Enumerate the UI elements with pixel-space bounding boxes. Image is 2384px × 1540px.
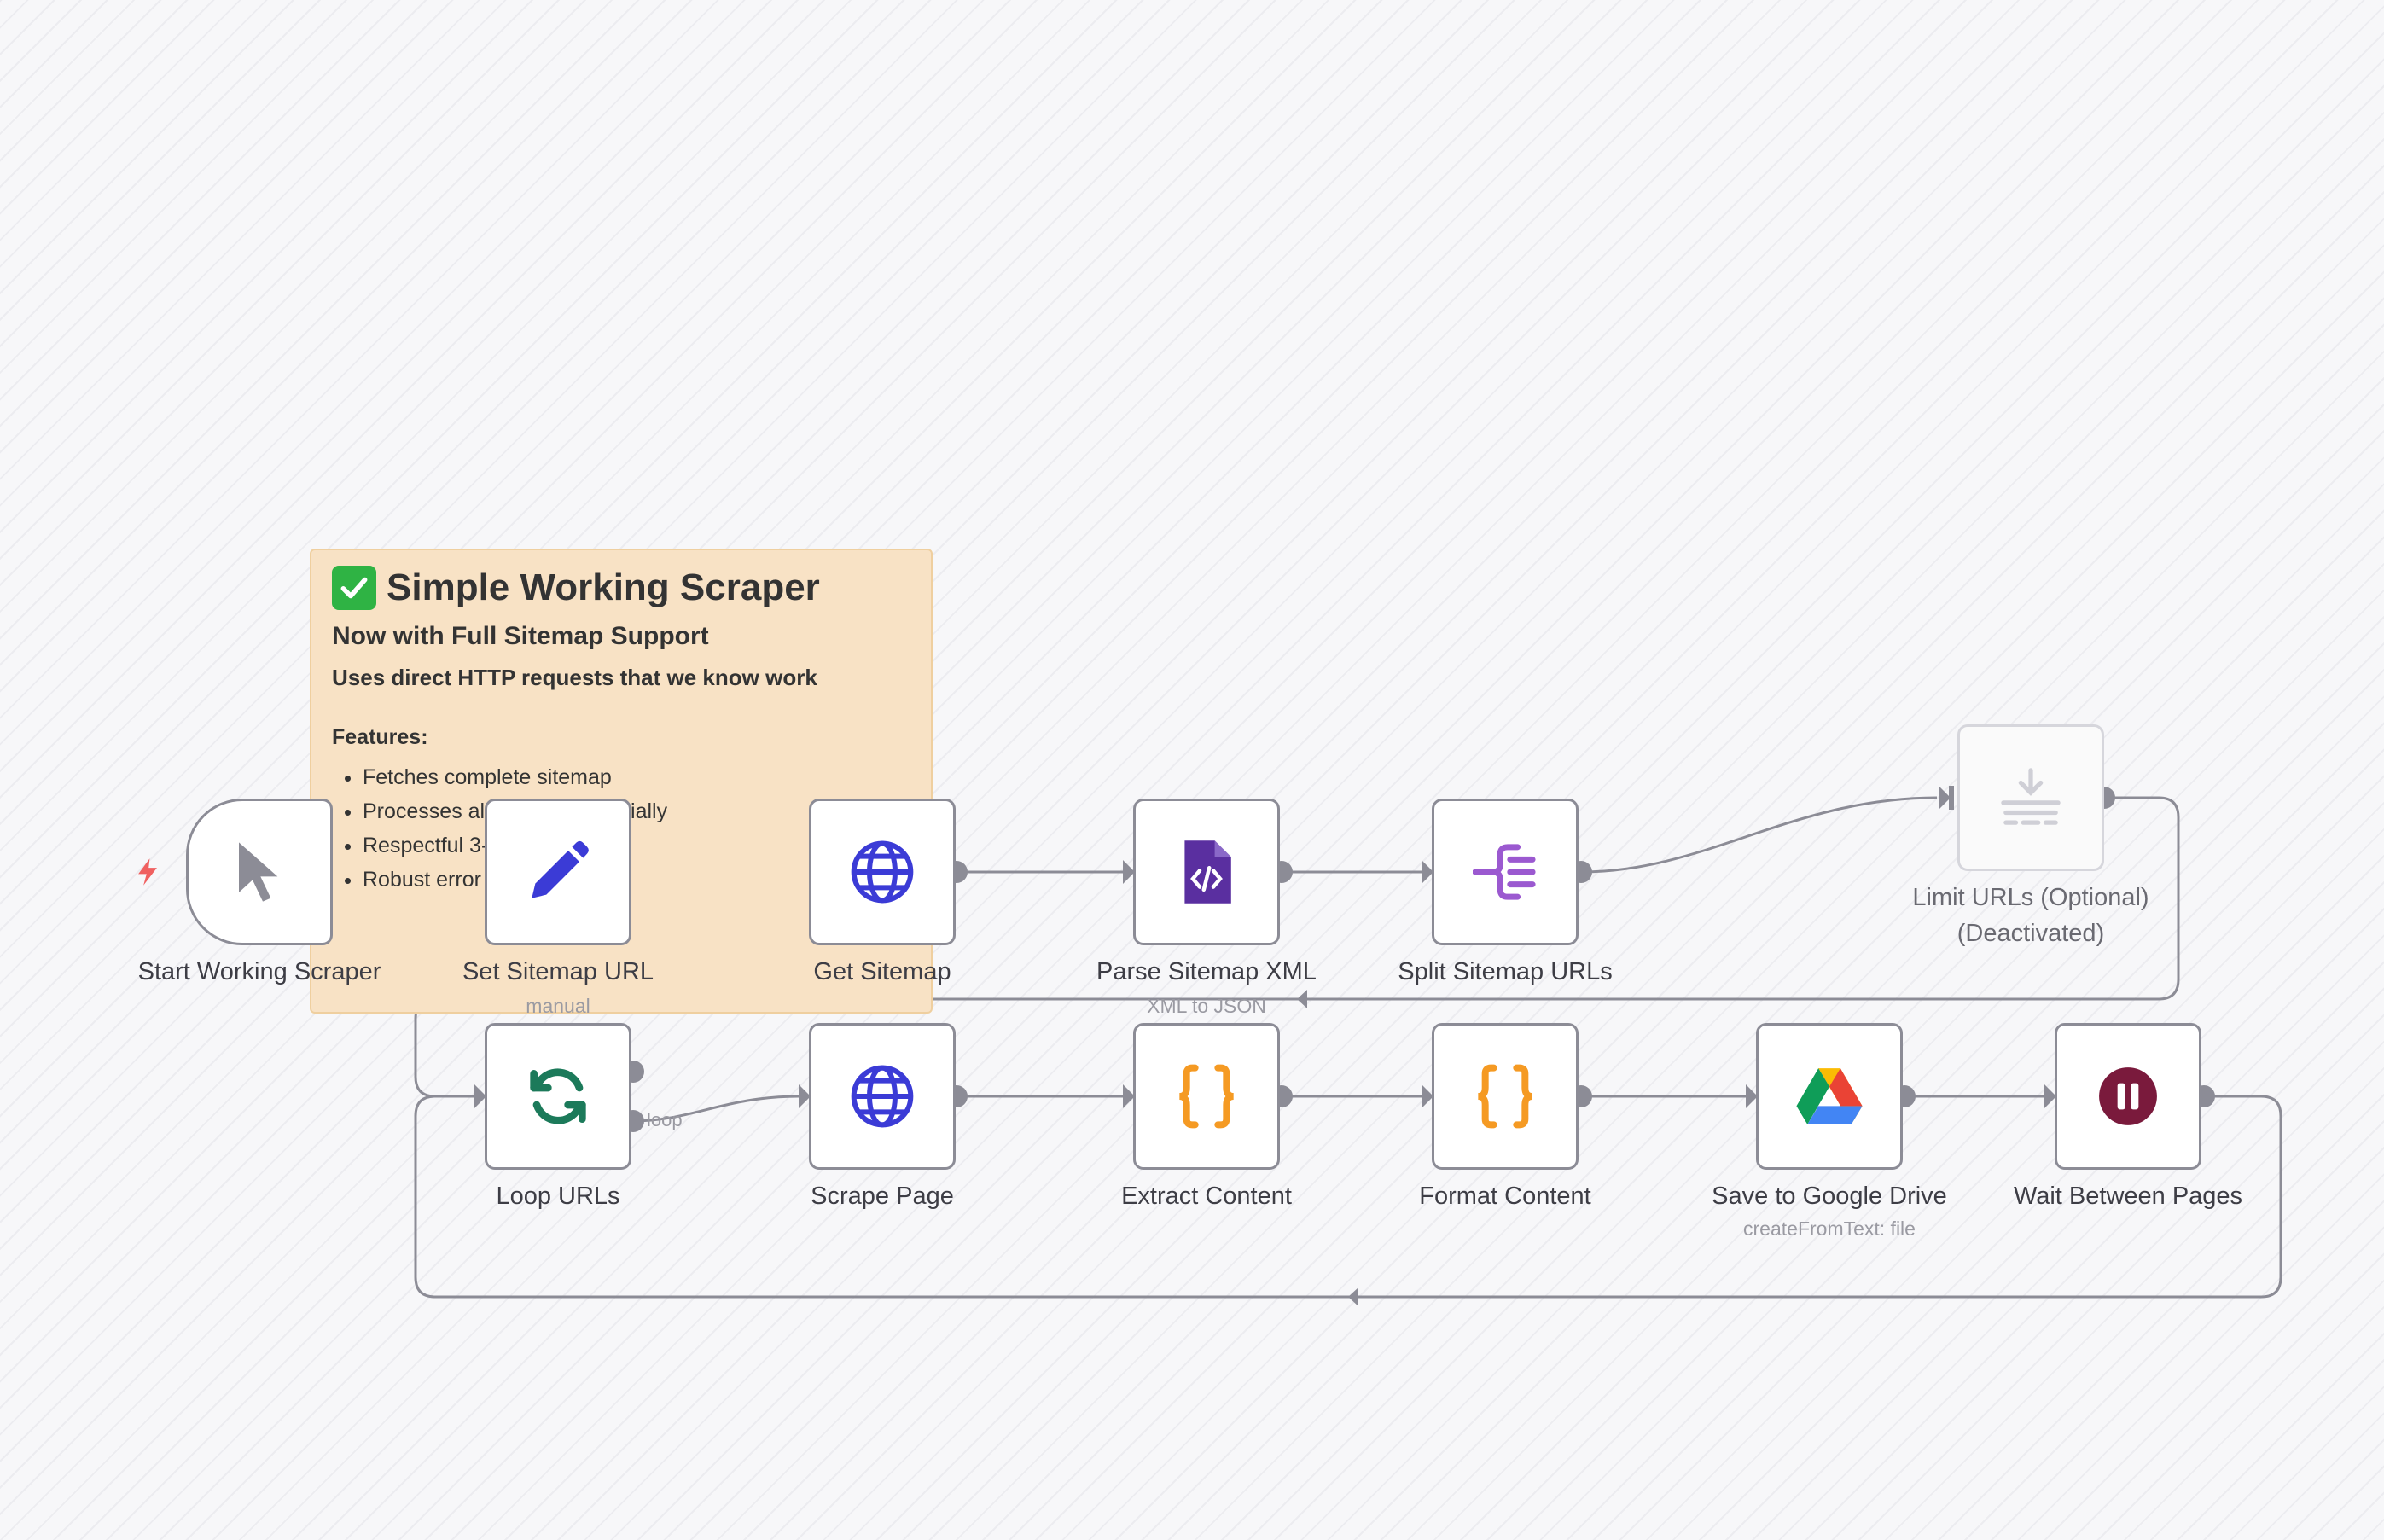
sticky-subtitle: Now with Full Sitemap Support: [332, 622, 709, 650]
node-label: Format Content: [1419, 1183, 1591, 1210]
node-label: Loop URLs: [496, 1183, 620, 1210]
checkmark-icon: [332, 566, 376, 610]
node-label: Set Sitemap URL: [462, 958, 654, 985]
node-subtitle: createFromText: file: [1743, 1217, 1916, 1240]
globe-icon: [848, 1062, 916, 1130]
node-label: Extract Content: [1121, 1183, 1292, 1210]
cursor-icon: [231, 838, 288, 906]
node-format-content[interactable]: [1432, 1023, 1579, 1170]
node-label: Limit URLs (Optional): [1912, 884, 2149, 911]
node-label: Parse Sitemap XML: [1096, 958, 1317, 985]
node-label: Get Sitemap: [813, 958, 951, 985]
node-start-working-scraper[interactable]: [186, 799, 333, 945]
node-parse-sitemap-xml[interactable]: [1133, 799, 1280, 945]
node-label: Start Working Scraper: [137, 958, 381, 985]
node-subtitle: manual: [526, 995, 590, 1017]
feature-item: Fetches complete sitemap: [363, 760, 910, 794]
node-wait-between-pages[interactable]: [2055, 1023, 2201, 1170]
google-drive-icon: [1795, 1066, 1864, 1127]
braces-icon: [1172, 1062, 1241, 1130]
braces-icon: [1471, 1062, 1539, 1130]
node-label: Wait Between Pages: [2013, 1183, 2243, 1210]
sticky-title-row: Simple Working Scraper: [332, 566, 910, 610]
node-label-line2: (Deactivated): [1957, 920, 2105, 947]
node-subtitle: XML to JSON: [1147, 995, 1266, 1017]
node-label: Split Sitemap URLs: [1398, 958, 1613, 985]
pause-icon: [2096, 1065, 2160, 1128]
code-file-icon: [1179, 838, 1234, 906]
edge-label-loop: loop: [647, 1109, 683, 1130]
node-limit-urls-deactivated[interactable]: [1957, 724, 2104, 871]
node-split-sitemap-urls[interactable]: [1432, 799, 1579, 945]
node-scrape-page[interactable]: [809, 1023, 956, 1170]
globe-icon: [848, 838, 916, 906]
node-get-sitemap[interactable]: [809, 799, 956, 945]
split-icon: [1473, 842, 1538, 902]
edge-split-to-limit: [1580, 796, 1938, 874]
node-set-sitemap-url[interactable]: [485, 799, 631, 945]
node-loop-urls[interactable]: [485, 1023, 631, 1170]
trigger-bolt-icon: [135, 857, 160, 891]
node-save-to-google-drive[interactable]: [1756, 1023, 1903, 1170]
node-label: Save to Google Drive: [1712, 1183, 1947, 1210]
refresh-icon: [524, 1062, 592, 1130]
limit-icon: [1998, 768, 2063, 828]
edge-loop-to-scrape: [632, 1095, 800, 1123]
sticky-subtitle-2: Uses direct HTTP requests that we know w…: [332, 665, 817, 690]
sticky-features-heading: Features:: [332, 725, 428, 749]
pencil-icon: [523, 837, 593, 907]
node-label: Scrape Page: [811, 1183, 954, 1210]
node-extract-content[interactable]: [1133, 1023, 1280, 1170]
sticky-title: Simple Working Scraper: [387, 567, 820, 608]
